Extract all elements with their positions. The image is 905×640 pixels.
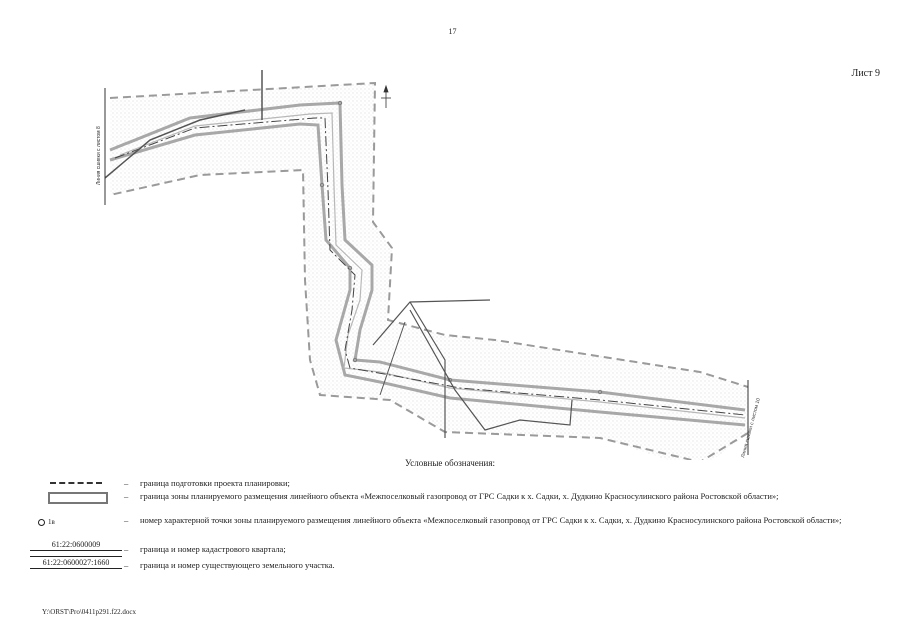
road-line-1	[104, 109, 246, 179]
legend-item-planning-boundary: – граница подготовки проекта планировки;	[30, 478, 875, 500]
planning-map: Линия сшивки с листом 8 Линия сшивки с л…	[96, 70, 762, 460]
legend-symbol-dashed-line	[30, 478, 122, 496]
legend-text: номер характерной точки зоны планируемог…	[140, 515, 842, 525]
north-arrow-icon	[381, 84, 391, 108]
legend-symbol-zone-rectangle	[30, 491, 122, 509]
gas-pipeline-axis	[114, 117, 746, 416]
legend-text: граница подготовки проекта планировки;	[140, 478, 290, 488]
page-number: 17	[448, 27, 457, 36]
parcel-label: 61:22:0600027:1660	[30, 556, 122, 569]
road-line-5	[409, 309, 573, 431]
legend-item-cadastral-quarter: 61:22:0600009 – граница и номер кадастро…	[30, 540, 875, 562]
placement-zone	[109, 101, 746, 427]
legend-text: граница и номер кадастрового квартала;	[140, 544, 286, 554]
circle-icon	[38, 518, 45, 526]
characteristic-points	[319, 100, 603, 395]
legend-symbol-quarter: 61:22:0600009	[30, 540, 122, 558]
legend-text: граница зоны планируемого размещения лин…	[140, 491, 779, 501]
project-area-fill	[110, 83, 748, 460]
sheet-label: Лист 9	[851, 68, 880, 79]
file-path: Y:\ORST\Pro\0411p291.f22.docx	[42, 608, 136, 616]
point-label: 1в	[48, 518, 55, 526]
road-line-4	[409, 301, 446, 438]
placement-zone-inner	[119, 112, 746, 419]
legend-item-characteristic-point: 1в – номер характерной точки зоны планир…	[30, 515, 875, 537]
legend-item-placement-zone: – граница зоны планируемого размещения л…	[30, 491, 875, 513]
planning-boundary	[109, 81, 749, 460]
legend-symbol-point: 1в	[30, 515, 122, 533]
legend-title: Условные обозначения:	[404, 458, 495, 468]
quarter-label: 61:22:0600009	[30, 540, 122, 551]
legend-text: граница и номер существующего земельного…	[140, 560, 335, 570]
legend-symbol-parcel: 61:22:0600027:1660	[30, 556, 122, 574]
road-line-6	[379, 321, 406, 396]
legend-item-land-parcel: 61:22:0600027:1660 – граница и номер сущ…	[30, 556, 875, 578]
match-line-left-label: Линия сшивки с листом 8	[96, 126, 102, 185]
